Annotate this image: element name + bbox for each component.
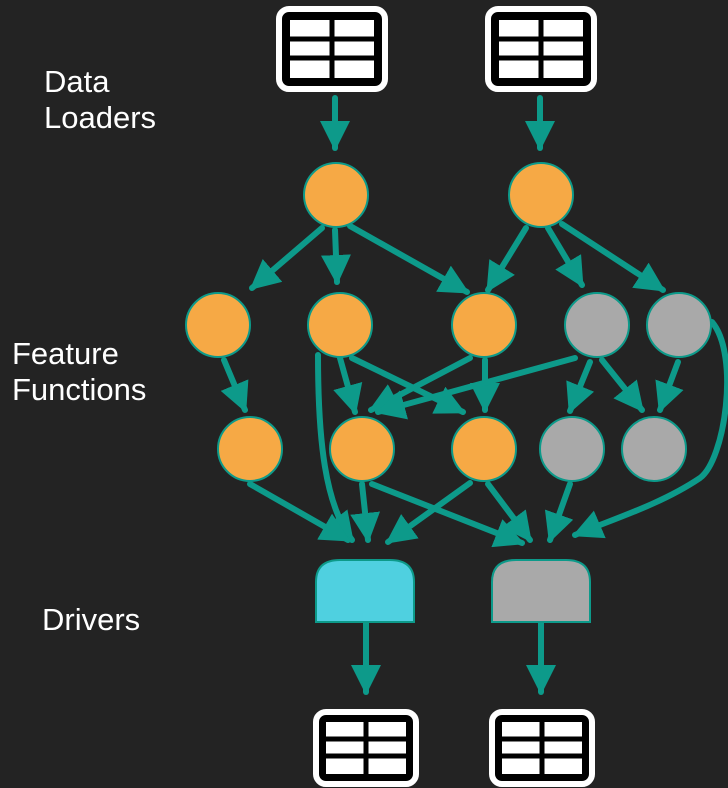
- edge-loader1-f3: [347, 223, 470, 295]
- table-icon: [276, 6, 388, 92]
- feature-functions-label-line2: Functions: [12, 372, 147, 407]
- feature-functions-label: Feature Functions: [12, 336, 146, 408]
- edge-loader1-f2: [320, 227, 351, 285]
- feature-node-7: [329, 416, 395, 482]
- loader-node-2: [508, 162, 574, 228]
- data-loaders-label-line2: Loaders: [44, 100, 157, 135]
- feature-node-2: [307, 292, 373, 358]
- edge-g1-driver1: [247, 481, 351, 543]
- drivers-label-line1: Drivers: [42, 602, 141, 637]
- driver-node-active: [315, 559, 415, 623]
- edges: [220, 95, 728, 695]
- edge-f5-driver2-curve: [572, 319, 728, 539]
- driver-node-inactive: [491, 559, 591, 623]
- table-icon: [485, 6, 597, 92]
- edge-g3-driver2: [485, 481, 533, 543]
- edge-f4-g4: [566, 359, 595, 414]
- edge-g2-driver2: [369, 481, 525, 548]
- edge-loader1-f1: [249, 225, 325, 291]
- edge-f1-g1: [220, 357, 249, 413]
- nodes: [185, 162, 712, 482]
- edge-g3-driver1: [385, 480, 473, 545]
- edge-f5-g5: [655, 359, 684, 413]
- table-icon: [313, 709, 419, 787]
- edge-loader2-f4: [545, 225, 585, 288]
- edge-f4-g2: [375, 355, 578, 420]
- feature-node-1: [185, 292, 251, 358]
- table-icon: [489, 709, 595, 787]
- edge-g2-driver1: [350, 481, 381, 543]
- output-table-1: [313, 709, 419, 787]
- edge-loader2-f5: [559, 221, 666, 293]
- feature-node-8: [451, 416, 517, 482]
- input-table-1: [276, 6, 388, 92]
- feature-node-10: [621, 416, 687, 482]
- edge-f4-g5: [599, 357, 645, 413]
- output-table-2: [489, 709, 595, 787]
- feature-node-6: [217, 416, 283, 482]
- data-loaders-label: Data Loaders: [44, 64, 156, 136]
- loader-node-1: [303, 162, 369, 228]
- input-table-2: [485, 6, 597, 92]
- data-loaders-label-line1: Data: [44, 64, 110, 99]
- feature-node-4: [564, 292, 630, 358]
- feature-node-3: [451, 292, 517, 358]
- edge-loader2-f3: [485, 225, 529, 293]
- edge-f2-g2: [333, 355, 363, 415]
- edge-f2-g3: [349, 355, 466, 415]
- feature-node-9: [539, 416, 605, 482]
- feature-node-5: [646, 292, 712, 358]
- edge-g4-driver2: [544, 481, 574, 543]
- drivers-label: Drivers: [42, 602, 140, 638]
- feature-functions-label-line1: Feature: [12, 336, 119, 371]
